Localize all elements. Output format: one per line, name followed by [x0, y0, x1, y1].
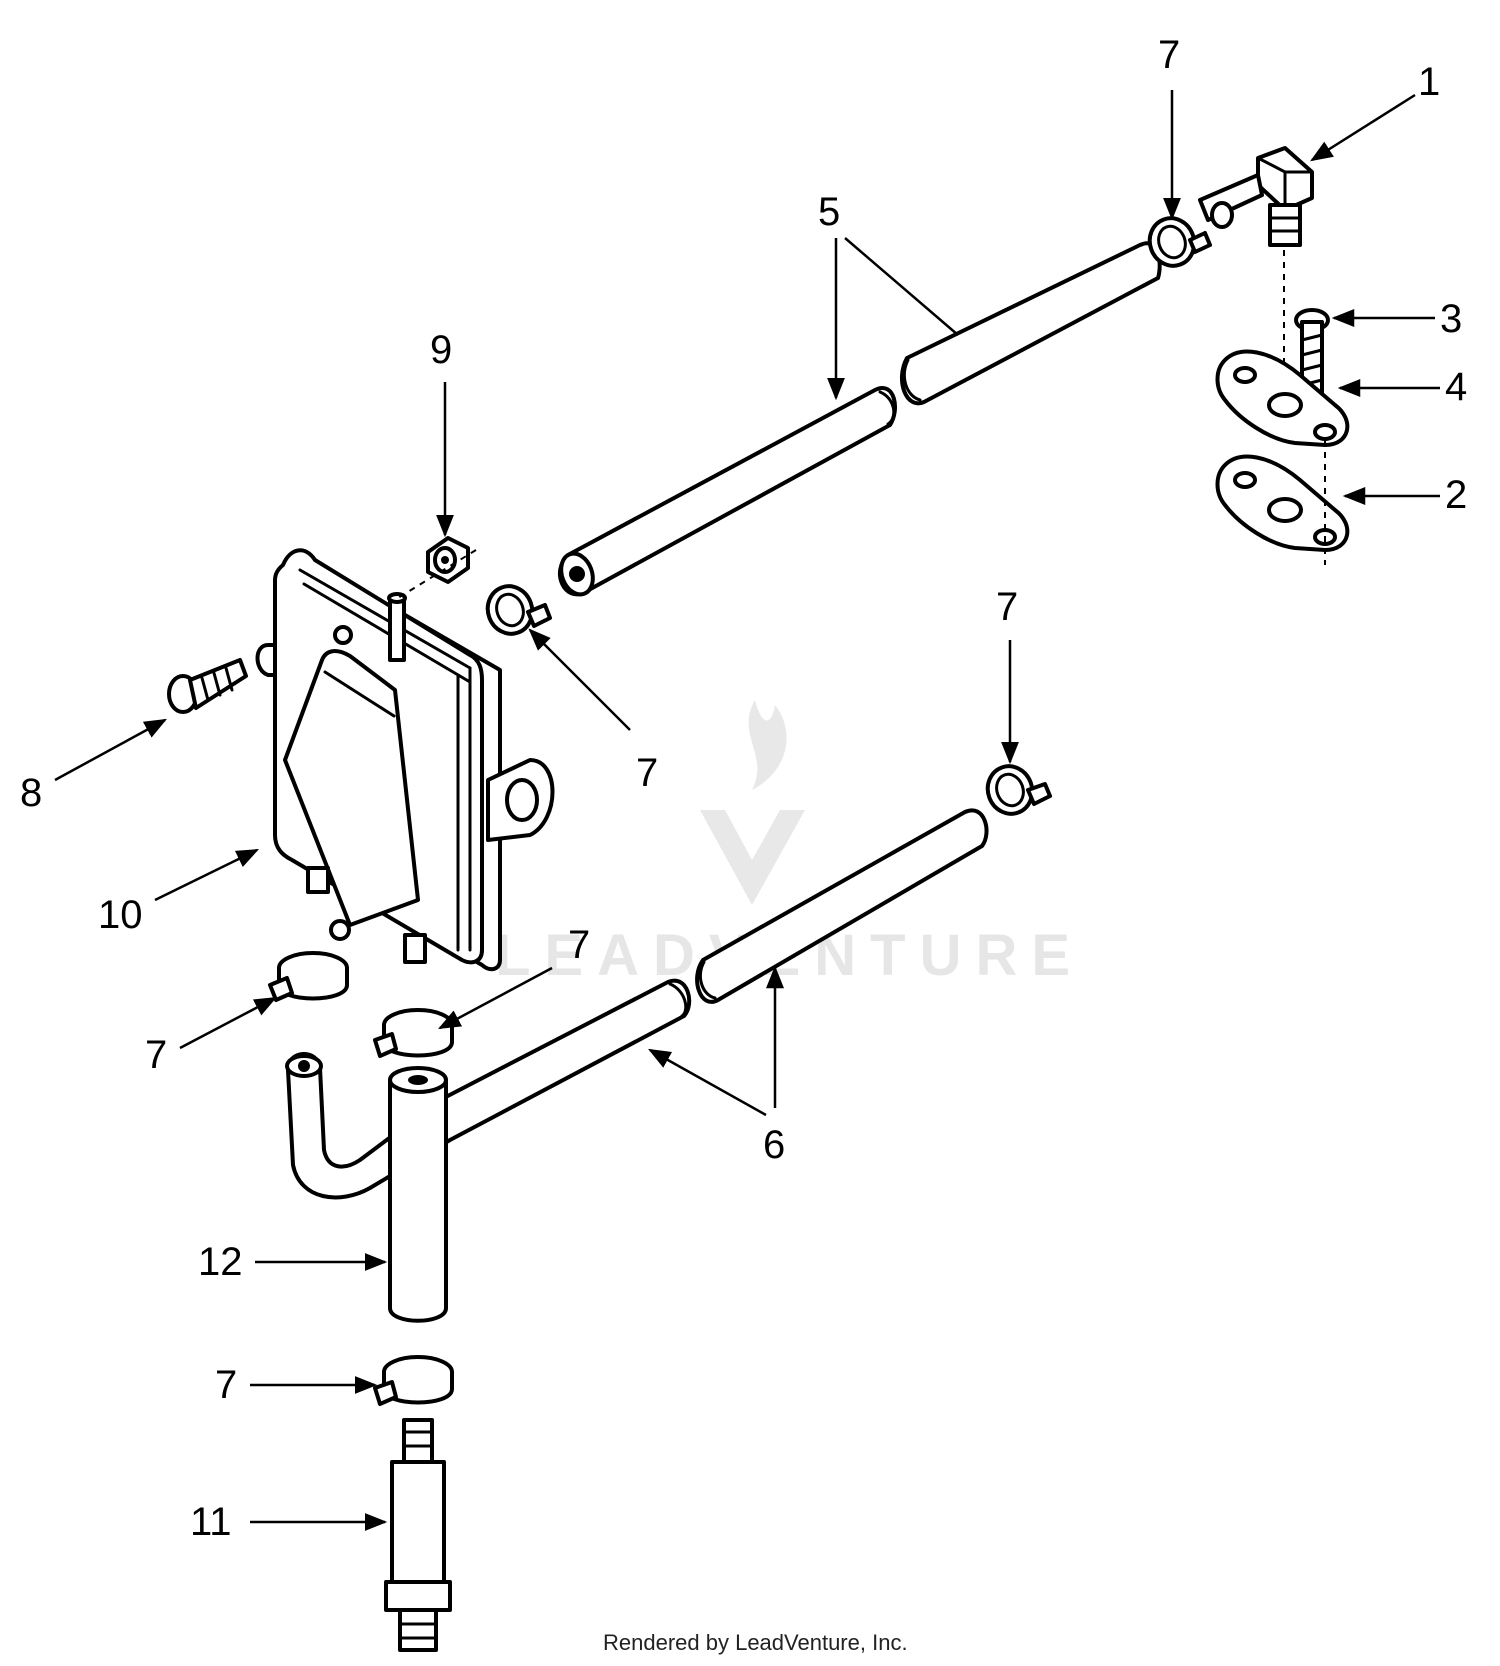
- callout-4: 4: [1445, 365, 1467, 409]
- leader-lines: [54, 90, 1440, 1531]
- hose-12: [388, 1066, 448, 1323]
- callout-2: 2: [1445, 473, 1467, 517]
- callout-8: 8: [20, 771, 42, 815]
- clamp-filter: [373, 1355, 454, 1406]
- clamp-lower-right: [985, 764, 1052, 816]
- screw-3: [1294, 308, 1330, 397]
- nut-9: [426, 536, 470, 584]
- callout-7-pump-left: 7: [145, 1033, 167, 1077]
- callout-9: 9: [430, 328, 452, 372]
- callout-labels: 1 2 3 4 5 6 7 7 7 7 7 7 7 8 9 10 11 12: [20, 33, 1467, 1544]
- callout-7-upper-clamp: 7: [636, 751, 658, 795]
- callout-10: 10: [98, 893, 143, 937]
- hose-6-left: [285, 978, 692, 1200]
- footer-credit: Rendered by LeadVenture, Inc.: [603, 1630, 908, 1655]
- elbow-fitting-1: [1198, 146, 1314, 247]
- gasket-2: [1215, 454, 1350, 552]
- clamp-upper-right: [1147, 216, 1212, 268]
- callout-1: 1: [1418, 60, 1440, 104]
- screw-8: [167, 658, 248, 714]
- hose-5-right: [900, 241, 1162, 406]
- callout-11: 11: [190, 1500, 232, 1544]
- callout-6: 6: [763, 1123, 785, 1167]
- callout-7-lower-right: 7: [996, 585, 1018, 629]
- fuel-pump: [255, 548, 555, 972]
- clamp-pump-left: [268, 951, 349, 1002]
- hose-6-right: [695, 808, 989, 1004]
- callout-12: 12: [198, 1240, 243, 1284]
- callout-5: 5: [818, 190, 840, 234]
- clamp-upper-left: [485, 584, 552, 636]
- fuel-filter-11: [384, 1418, 452, 1652]
- clamp-pump-right: [373, 1008, 454, 1058]
- nut-dash: [397, 549, 477, 599]
- callout-7-pump-right: 7: [568, 923, 590, 967]
- callout-7-filter: 7: [215, 1363, 237, 1407]
- gasket-4: [1215, 349, 1350, 447]
- callout-3: 3: [1440, 297, 1462, 341]
- callout-7-top: 7: [1158, 33, 1180, 77]
- hose-5-left: [557, 386, 897, 597]
